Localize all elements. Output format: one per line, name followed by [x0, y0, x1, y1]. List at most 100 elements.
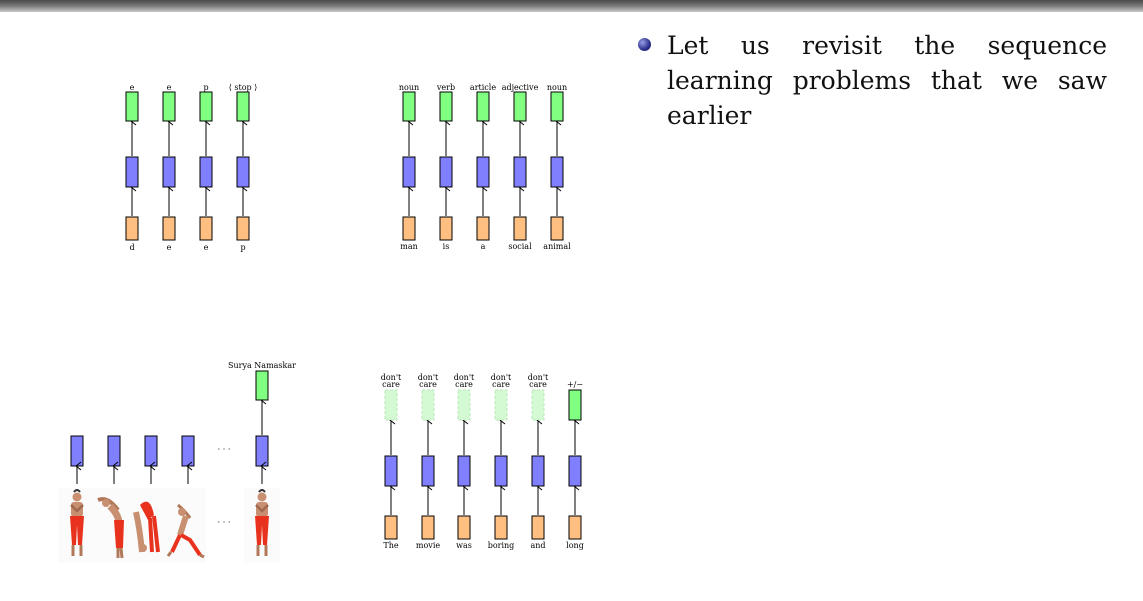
dont-care-box — [494, 389, 508, 421]
output-label: e — [130, 83, 135, 92]
hidden-state-box — [531, 455, 545, 487]
frame-hair — [258, 489, 266, 493]
dont-care-box — [457, 389, 471, 421]
output-label: e — [167, 83, 172, 92]
output-box — [162, 91, 176, 122]
output-box — [439, 91, 453, 122]
dont-care-box — [531, 389, 545, 421]
dont-care-box — [421, 389, 435, 421]
frame-trousers — [114, 520, 124, 548]
output-box — [513, 91, 527, 122]
output-label-line: care — [382, 380, 400, 389]
output-box — [255, 370, 269, 401]
input-box — [439, 216, 453, 241]
output-label: adjective — [502, 83, 539, 92]
input-label: a — [481, 242, 486, 251]
video-frame-final-figure — [255, 489, 269, 556]
input-box — [457, 515, 471, 540]
output-label: ⟨ stop ⟩ — [229, 83, 258, 92]
frame-legs — [71, 545, 83, 556]
hidden-state-box — [162, 156, 176, 188]
input-label: social — [508, 242, 532, 251]
input-box — [476, 216, 490, 241]
output-box — [236, 91, 250, 122]
output-box — [199, 91, 213, 122]
input-box — [162, 216, 176, 241]
frame-head — [178, 508, 186, 516]
hidden-state-box — [181, 435, 195, 467]
input-box — [421, 515, 435, 540]
frame-arms — [255, 504, 269, 513]
output-label-line: care — [529, 380, 547, 389]
input-box — [513, 216, 527, 241]
input-label: d — [129, 243, 134, 252]
frame-head — [72, 492, 82, 502]
input-label: and — [530, 541, 545, 550]
output-box — [550, 91, 564, 122]
output-box — [402, 91, 416, 122]
hidden-state-box — [255, 435, 269, 467]
input-label: animal — [543, 242, 571, 251]
input-label: boring — [488, 541, 515, 550]
hidden-state-box — [199, 156, 213, 188]
frame-head — [139, 544, 147, 552]
pos-tagging-diagram: nounmanverbisarticleaadjectivesocialnoun… — [399, 83, 571, 251]
frame-torso — [177, 515, 189, 536]
frame-legs — [166, 551, 205, 559]
output-box — [476, 91, 490, 122]
input-label: was — [456, 541, 472, 550]
output-label-line: don't — [528, 373, 549, 382]
slide-top-bar — [0, 0, 1143, 12]
frame-legs — [116, 547, 124, 559]
output-label: noun — [547, 83, 567, 92]
dont-care-box — [384, 389, 398, 421]
hidden-state-box — [236, 156, 250, 188]
bullet-text: Let us revisit the sequence learning pro… — [667, 31, 1107, 130]
output-label: article — [470, 83, 496, 92]
input-label: e — [204, 243, 209, 252]
input-box — [494, 515, 508, 540]
output-label: noun — [399, 83, 419, 92]
video-frame-2 — [97, 497, 124, 559]
output-label: p — [203, 83, 208, 92]
output-label-line: care — [492, 380, 510, 389]
input-label: man — [400, 242, 418, 251]
output-label: verb — [436, 83, 455, 92]
frame-trousers — [255, 516, 269, 545]
hidden-state-box — [513, 156, 527, 188]
video-frame-4 — [166, 503, 205, 559]
frame-hair — [73, 489, 81, 493]
frame-trousers — [140, 501, 154, 520]
input-box — [531, 515, 545, 540]
output-label-line: care — [455, 380, 473, 389]
frame-trousers — [70, 516, 84, 545]
output-label: Surya Namaskar — [228, 361, 296, 370]
hidden-state-box — [402, 156, 416, 188]
input-label: long — [566, 541, 584, 550]
hidden-state-box — [550, 156, 564, 188]
hidden-state-box — [421, 455, 435, 487]
video-classification-diagram: Surya Namaskar· · ·· · · — [58, 361, 296, 563]
hidden-state-box — [439, 156, 453, 188]
frame-arms — [70, 504, 84, 513]
hidden-state-box — [125, 156, 139, 188]
output-box — [125, 91, 139, 122]
ellipsis: · · · — [218, 518, 231, 527]
input-label: The — [383, 541, 398, 550]
frame-legs — [148, 515, 160, 553]
video-frame-3 — [133, 501, 160, 553]
input-box — [568, 515, 582, 540]
output-label-line: don't — [454, 373, 475, 382]
input-box — [402, 216, 416, 241]
input-label: p — [240, 243, 245, 252]
frame-legs — [256, 545, 268, 556]
input-box — [236, 216, 250, 241]
